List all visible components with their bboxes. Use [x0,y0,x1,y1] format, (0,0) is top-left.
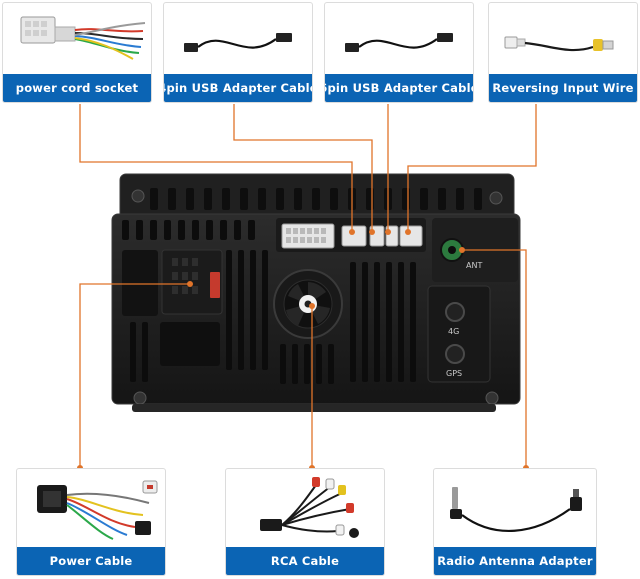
card-rca-cable: RCA Cable [225,468,385,576]
card-4pin-usb-adapter: 4pin USB Adapter Cable [163,2,313,103]
power-cable-label: Power Cable [17,547,165,575]
radio-antenna-adapter-image [450,487,582,532]
power-cable-image [37,480,158,540]
reversing-wire-image [504,36,614,52]
rca-cable-image [260,477,359,538]
radio-antenna-adapter-label: Radio Antenna Adapter [434,547,596,575]
ant-marking: ANT [466,261,482,270]
4pin-usb-adapter-label: 4pin USB Adapter Cable [164,74,312,102]
card-radio-antenna-adapter: Radio Antenna Adapter [433,468,597,576]
rca-cable-label: RCA Cable [226,547,384,575]
power-cord-socket-image [20,16,146,60]
4pin-usb-cable-image [184,33,292,52]
6pin-usb-adapter-label: 6pin USB Adapter Cable [325,74,473,102]
4g-marking: 4G [448,327,459,336]
card-6pin-usb-adapter: 6pin USB Adapter Cable [324,2,474,103]
6pin-usb-cable-image [345,33,453,52]
gps-marking: GPS [446,369,462,378]
power-cord-socket-label: power cord socket [3,74,151,102]
card-power-cord-socket: power cord socket [2,2,152,103]
card-power-cable: Power Cable [16,468,166,576]
card-reversing-input-wire: Reversing Input Wire [488,2,638,103]
reversing-input-wire-label: Reversing Input Wire [489,74,637,102]
